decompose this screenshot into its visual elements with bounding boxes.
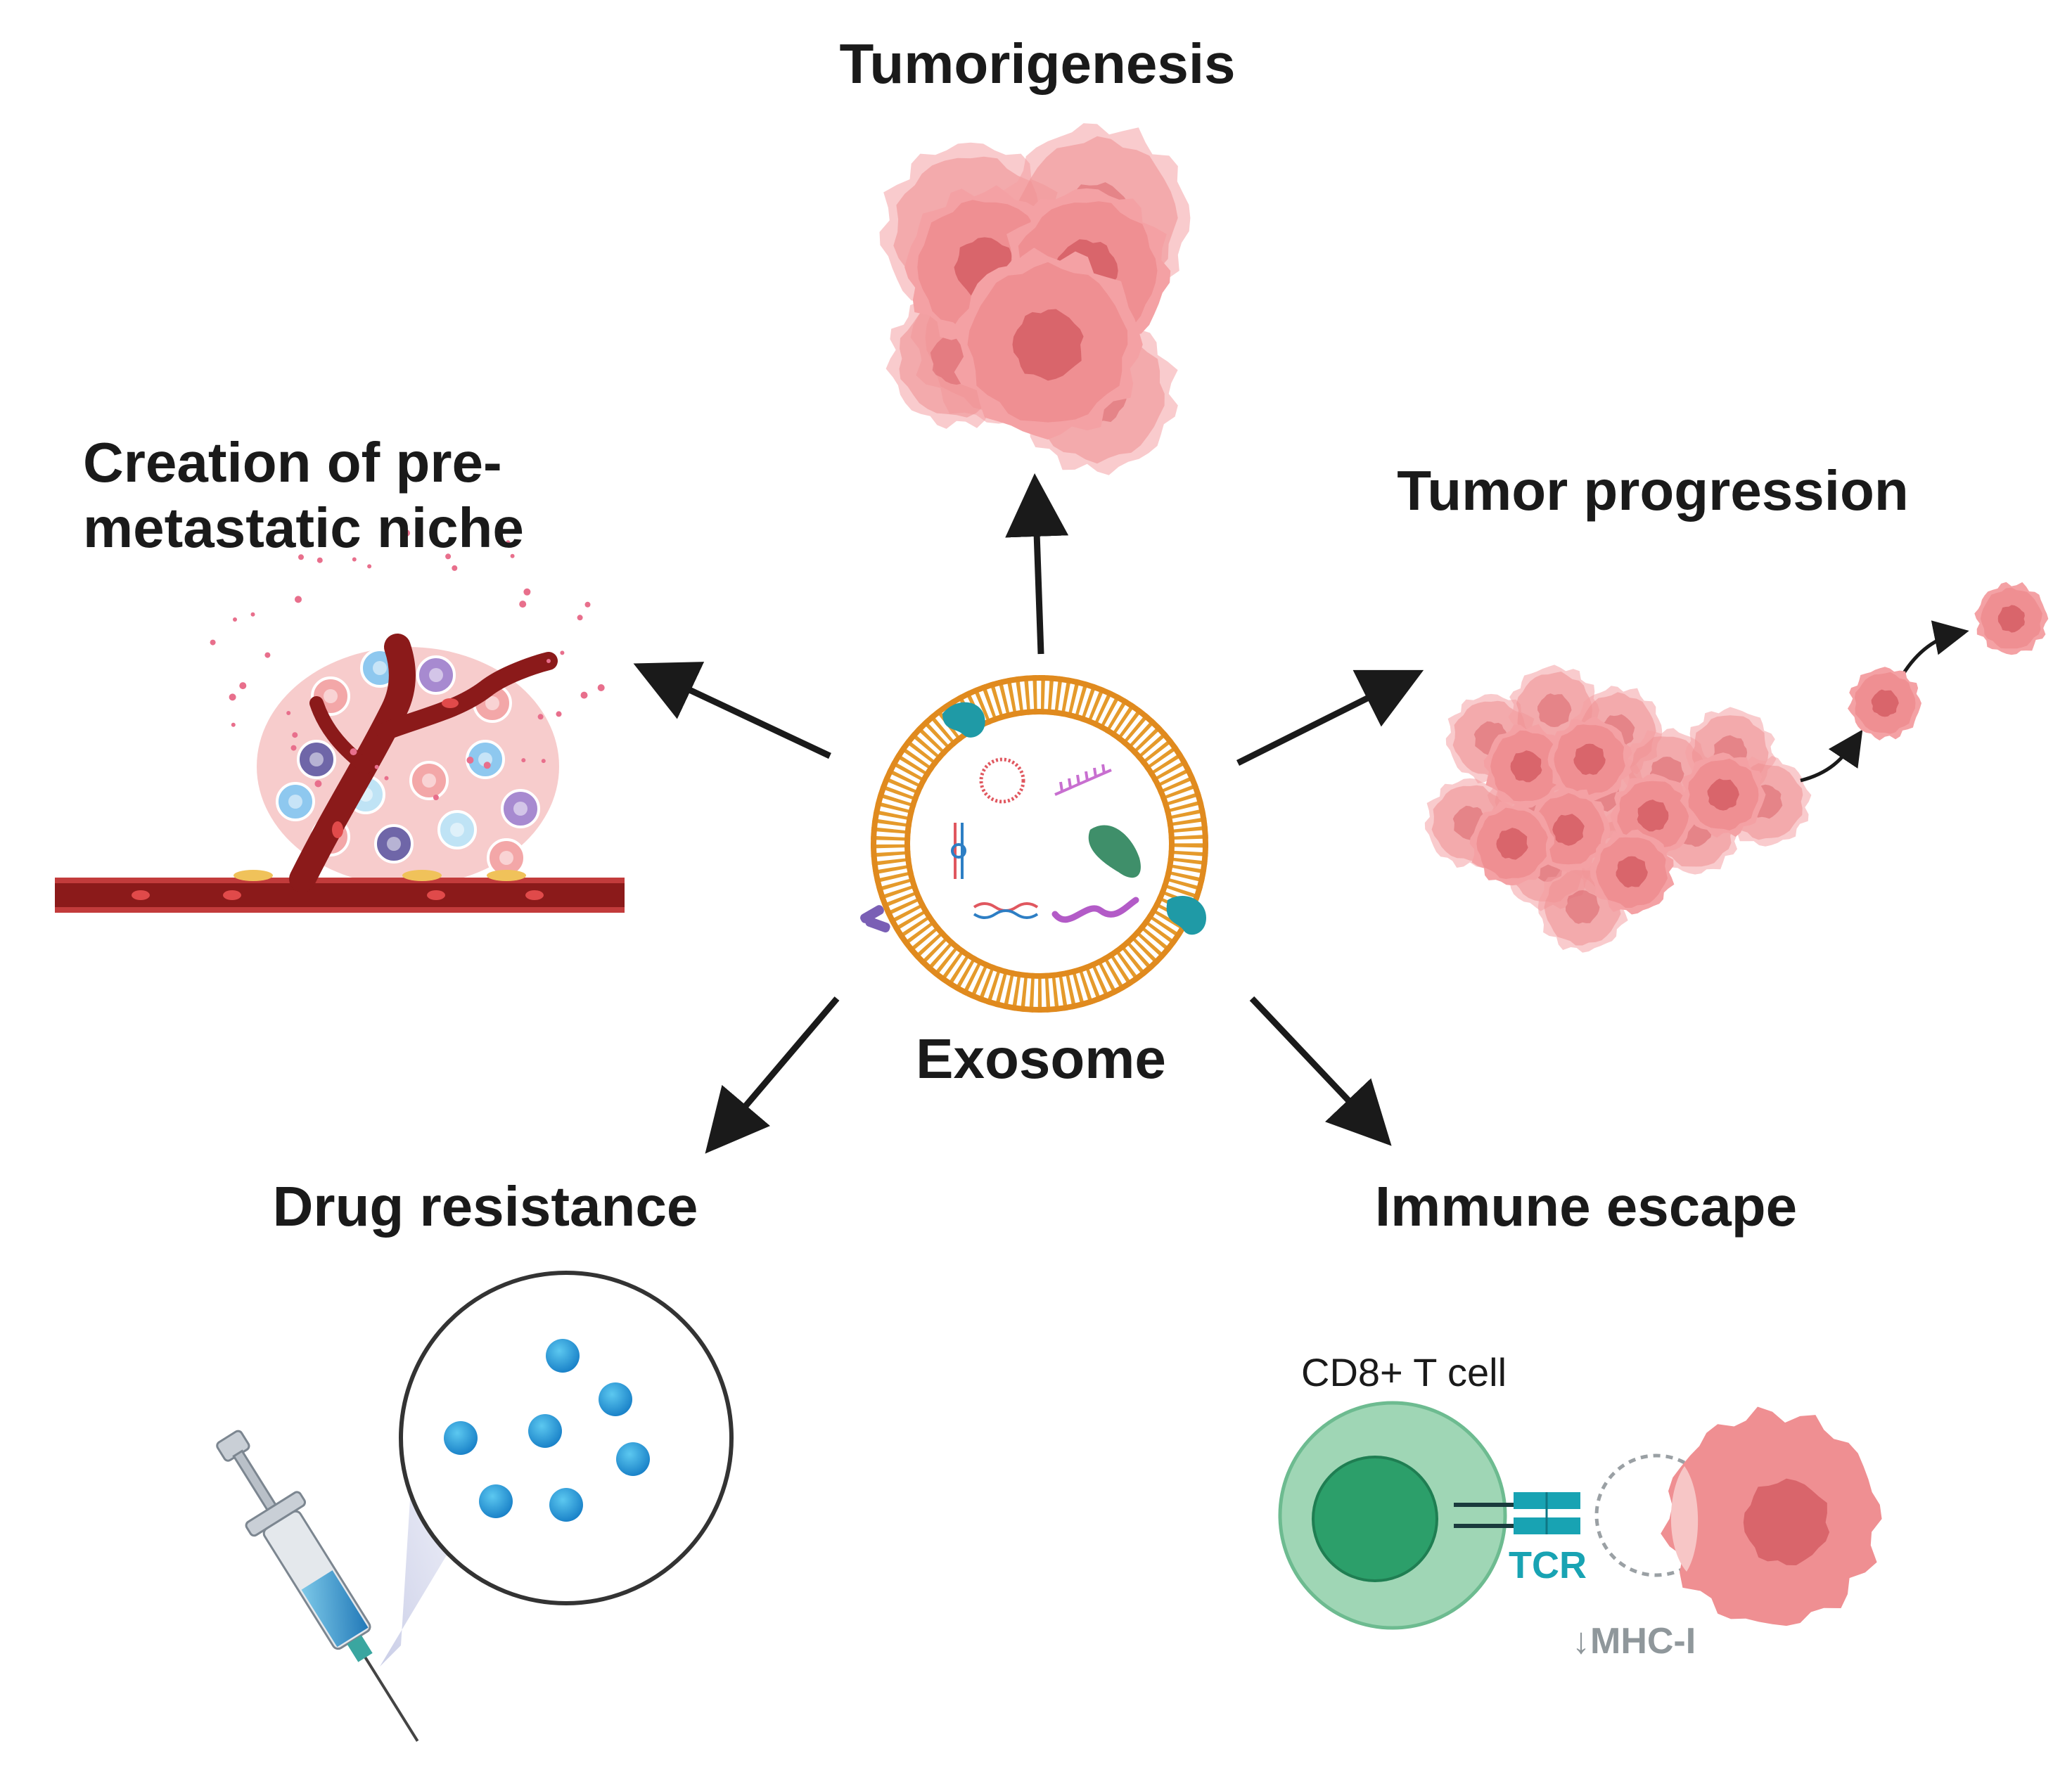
arrow-to-tumorigenesis (1005, 473, 1069, 655)
membrane-protein-icon (1166, 896, 1206, 935)
cargo-circular-rna-icon (979, 757, 1025, 804)
label-mhc-i: ↓MHC-I (1572, 1621, 1696, 1662)
arrows (633, 473, 1424, 1154)
label-immune-escape: Immune escape (1374, 1175, 1798, 1238)
cargo-mirna-icon (1054, 764, 1112, 796)
cargo-mrna-icon (1051, 897, 1139, 923)
cargo-protein-icon (1088, 825, 1141, 878)
arrow-to-immune-escape (1249, 996, 1392, 1146)
exosome-vesicle-icon (860, 675, 1208, 1013)
metastasis-cells-icon (1424, 582, 2049, 953)
drug-resistance-illustration (216, 1271, 734, 1742)
immune-escape-illustration (1278, 1401, 1882, 1630)
label-drug-resistance: Drug resistance (272, 1175, 698, 1238)
label-tumorigenesis: Tumorigenesis (839, 32, 1236, 95)
membrane-receptor-icon (860, 905, 890, 933)
arrow-to-premetastatic-niche (633, 662, 831, 759)
drug-particles-icon (399, 1271, 734, 1605)
membrane-protein-icon (942, 702, 985, 738)
tumor-cluster-icon (879, 123, 1191, 475)
label-cd8-t-cell: CD8+ T cell (1301, 1350, 1507, 1394)
cargo-dna-icon (951, 823, 966, 879)
arrow-to-drug-resistance (705, 996, 840, 1154)
blood-vessel-niche-icon (55, 530, 625, 913)
label-premetastatic-niche-line2: metastatic niche (83, 496, 524, 559)
label-tumor-progression: Tumor progression (1397, 459, 1909, 522)
syringe-icon (216, 1430, 419, 1742)
label-tcr: TCR (1509, 1544, 1587, 1586)
label-premetastatic-niche-line1: Creation of pre- (83, 431, 502, 494)
label-exosome: Exosome (916, 1027, 1166, 1090)
tumor-cell-icon (1661, 1406, 1882, 1626)
tcr-receptor-icon (1454, 1492, 1580, 1534)
arrow-to-tumor-progression (1236, 669, 1424, 766)
